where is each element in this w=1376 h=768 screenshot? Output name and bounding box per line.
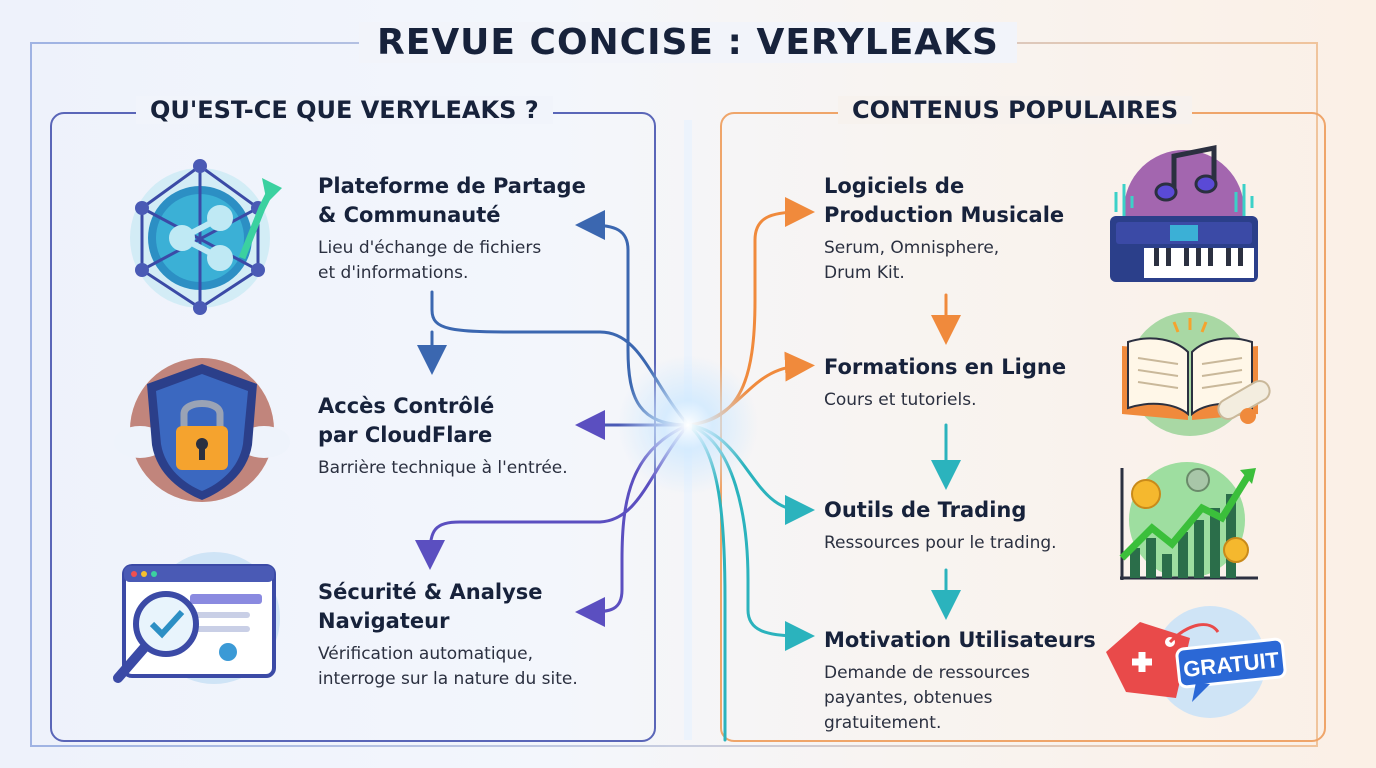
item-description: Ressources pour le trading. xyxy=(824,533,1057,553)
right-panel-title: CONTENUS POPULAIRES xyxy=(838,96,1193,124)
left-item-cloudflare: Accès Contrôlé par CloudFlare Barrière t… xyxy=(318,392,568,481)
right-item-motivation: Motivation Utilisateurs Demande de resso… xyxy=(824,626,1096,736)
right-item-trading: Outils de Trading Ressources pour le tra… xyxy=(824,496,1057,556)
item-heading: Logiciels de Production Musicale xyxy=(824,174,1065,227)
free-tag-icon: GRATUIT xyxy=(1106,606,1287,718)
left-item-security: Sécurité & Analyse Navigateur Vérificati… xyxy=(318,578,578,692)
right-item-courses: Formations en Ligne Cours et tutoriels. xyxy=(824,353,1066,413)
book-diploma-icon xyxy=(1122,312,1271,436)
browser-check-icon xyxy=(113,552,280,684)
item-heading: Outils de Trading xyxy=(824,498,1027,522)
item-description: Demande de ressources payantes, obtenues… xyxy=(824,663,1030,733)
item-heading: Motivation Utilisateurs xyxy=(824,628,1096,652)
music-keyboard-icon xyxy=(1110,144,1258,282)
item-heading: Sécurité & Analyse Navigateur xyxy=(318,580,543,633)
page-title: REVUE CONCISE : VERYLEAKS xyxy=(0,22,1376,63)
shield-lock-icon xyxy=(114,358,290,502)
trading-chart-icon xyxy=(1119,462,1258,580)
center-glow xyxy=(618,355,758,495)
item-description: Serum, Omnisphere, Drum Kit. xyxy=(824,238,1000,283)
right-item-music: Logiciels de Production Musicale Serum, … xyxy=(824,172,1064,286)
item-description: Barrière technique à l'entrée. xyxy=(318,458,568,478)
left-panel-title: QU'EST-CE QUE VERYLEAKS ? xyxy=(136,96,553,124)
network-share-icon xyxy=(130,159,282,315)
left-item-platform: Plateforme de Partage & Communauté Lieu … xyxy=(318,172,586,286)
item-description: Cours et tutoriels. xyxy=(824,390,977,410)
item-heading: Formations en Ligne xyxy=(824,355,1067,379)
item-heading: Accès Contrôlé par CloudFlare xyxy=(318,394,495,447)
item-heading: Plateforme de Partage & Communauté xyxy=(318,174,586,227)
item-description: Lieu d'échange de fichiers et d'informat… xyxy=(318,238,542,283)
item-description: Vérification automatique, interroge sur … xyxy=(318,644,578,689)
